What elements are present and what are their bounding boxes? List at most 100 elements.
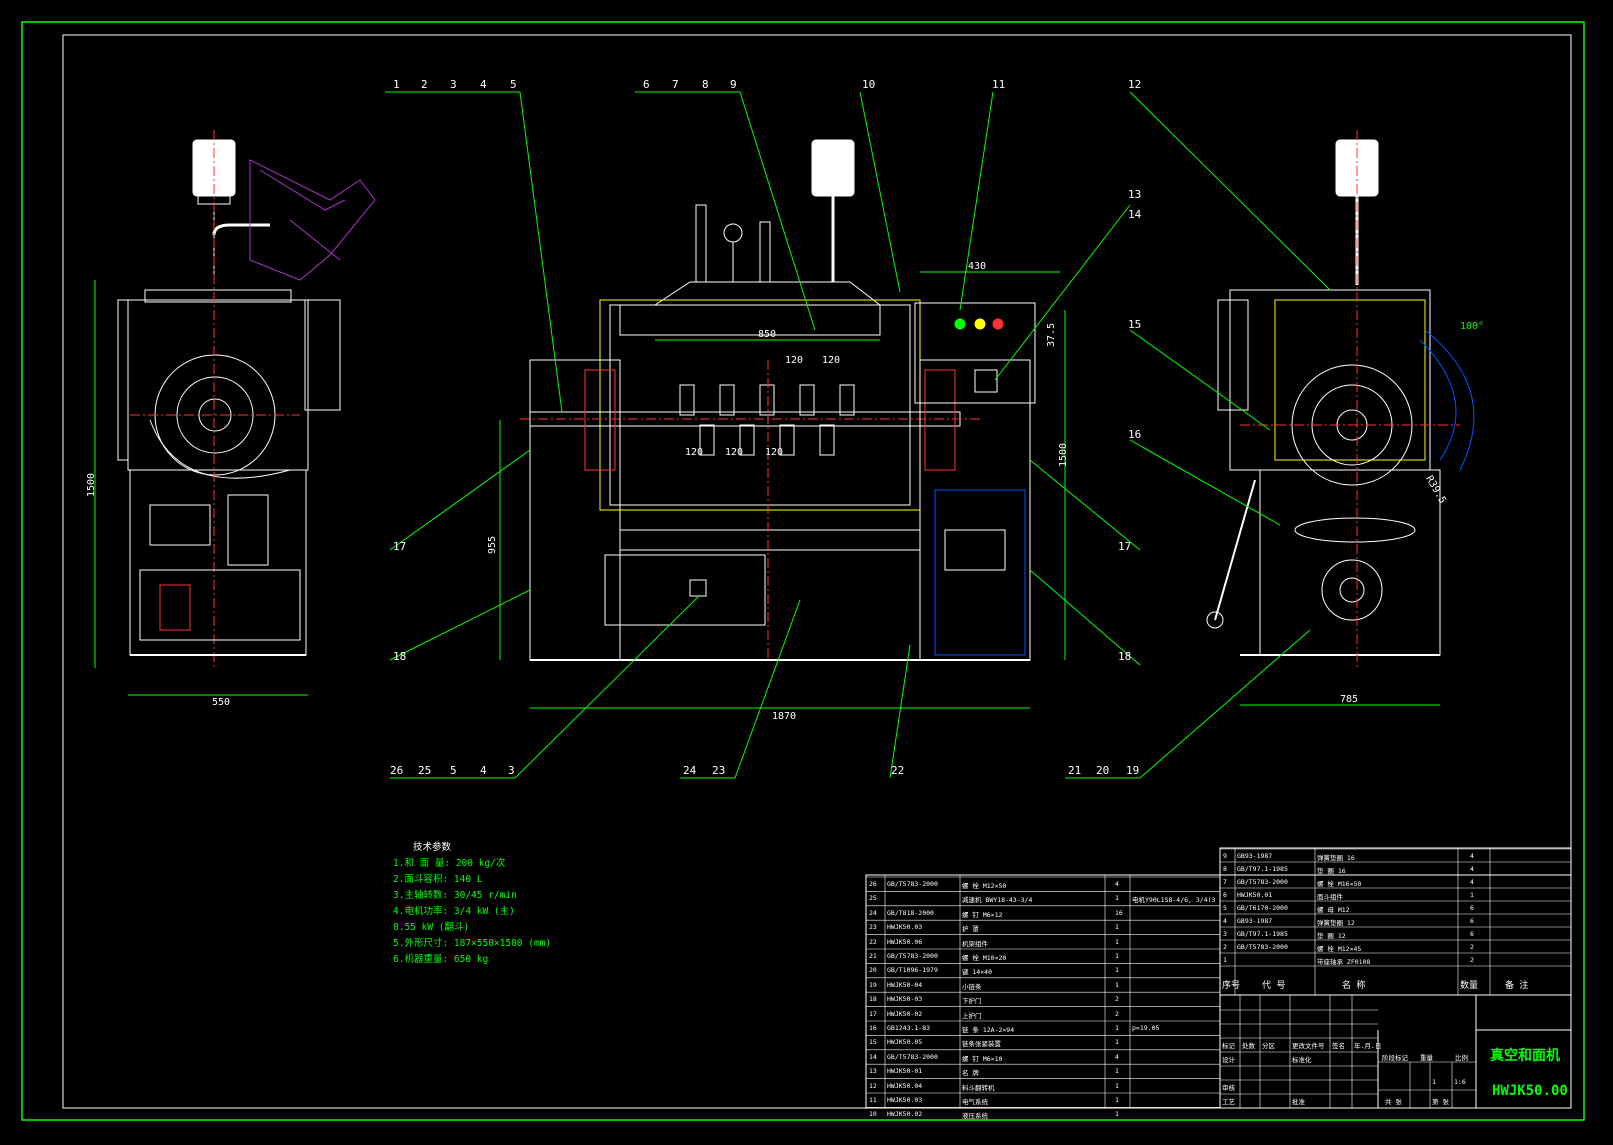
dim-tank-width: 850: [758, 329, 777, 340]
bom-cell: 1: [1115, 1024, 1119, 1032]
bom-cell: 2: [1223, 943, 1227, 951]
bom-cell: GB/T5783-2000: [1237, 943, 1288, 951]
dim-pitch-a: 120: [685, 447, 704, 458]
bom-cell: 10: [869, 1110, 877, 1119]
callout-number: 11: [992, 78, 1006, 91]
bom-cell: 11: [869, 1096, 877, 1104]
bom-header-cell: 数量: [1460, 981, 1479, 991]
spec-line: 6.机器重量: 650 kg: [393, 954, 489, 965]
bom-cell: HWJK50.04: [887, 1081, 923, 1090]
bom-cell: 链 条 12A-2×94: [962, 1026, 1015, 1034]
bom-cell: GB/T97.1-1985: [1237, 930, 1288, 938]
bom-cell: 2: [1115, 995, 1119, 1004]
bom-cell: HWJK50-01: [887, 1067, 923, 1076]
dim-angle: 100°: [1460, 321, 1485, 332]
bom-cell: 3: [1223, 930, 1227, 938]
callout-number: 20: [1096, 764, 1110, 777]
left-side-view: [94, 130, 376, 696]
callout-number: 18: [393, 650, 407, 663]
bom-cell: 22: [869, 937, 877, 946]
bom-cell: 16: [1115, 908, 1123, 917]
bom-cell: 2: [1470, 943, 1474, 951]
dim-right-width: 785: [1340, 694, 1359, 705]
dim-box-height: 37.5: [1046, 322, 1058, 348]
tech-specs: 技术参数 1.和 面 量: 200 kg/次 2.面斗容积: 140 L 3.主…: [393, 840, 551, 968]
bom-cell: 16: [869, 1024, 877, 1032]
bom-cell: 14: [869, 1052, 877, 1061]
callout-number: 12: [1128, 78, 1142, 91]
callout-number: 26: [390, 764, 404, 777]
bom-cell: 带座轴承 ZF0108: [1317, 958, 1371, 966]
bom-header-cell: 代 号: [1262, 981, 1286, 991]
bom-header-cell: 备 注: [1505, 981, 1529, 991]
bom-cell: 1: [1223, 956, 1227, 964]
title-block-label: 标记: [1222, 1042, 1235, 1050]
title-block-label: 重量: [1420, 1054, 1433, 1062]
callout-number: 4: [480, 764, 487, 777]
title-block-label: 工艺: [1222, 1098, 1235, 1106]
dim-pitch-e: 120: [822, 355, 841, 366]
bom-cell: 8: [1223, 865, 1227, 873]
bom-grid: [865, 848, 1572, 1108]
bom-cell: 6: [1223, 891, 1227, 899]
spec-line: 1.和 面 量: 200 kg/次: [393, 858, 506, 869]
bom-cell: 1: [1115, 1096, 1119, 1104]
outer-frame: [21, 21, 1585, 1121]
bom-cell: 下护门: [962, 997, 982, 1006]
bom-cell: 20: [869, 966, 877, 975]
paddles: [679, 384, 855, 456]
callout-number: 6: [643, 78, 650, 91]
bom-cell: 4: [1470, 865, 1474, 873]
bom-cell: 垫 圈 16: [1317, 867, 1346, 875]
callout-number: 25: [418, 764, 432, 777]
bom-cell: 5: [1223, 904, 1227, 912]
bom-cell: GB/T6170-2000: [1237, 904, 1288, 912]
bom-cell: 26: [869, 880, 877, 888]
bom-cell: 4: [1470, 878, 1474, 886]
title-block-label: 签名: [1332, 1042, 1345, 1050]
title-scale: 1:6: [1454, 1078, 1466, 1086]
title-block-label: 比例: [1455, 1054, 1468, 1062]
bom-cell: 4: [1115, 880, 1119, 888]
bom-cell: 2: [1115, 1009, 1119, 1018]
dim-side-left-height: 1500: [86, 472, 98, 498]
bom-cell: 4: [1470, 852, 1474, 860]
spec-line: 5.外形尺寸: 187×550×1500 (mm): [393, 938, 552, 949]
title-qty: 1: [1432, 1078, 1436, 1086]
callout-number: 9: [730, 78, 737, 91]
bom-cell: HWJK50.05: [887, 1038, 923, 1047]
callout-number: 14: [1128, 208, 1142, 221]
bom-cell: 1: [1115, 1081, 1119, 1090]
bom-cell: 1: [1115, 937, 1119, 946]
bom-cell: GB/T5783-2000: [887, 880, 938, 888]
drawing-title: 真空和面机: [1490, 1048, 1560, 1064]
bom-header-cell: 序号: [1222, 981, 1241, 991]
bom-cell: 弹簧垫圈 12: [1317, 919, 1355, 927]
bom-cell: 1: [1115, 980, 1119, 989]
title-block-label: 处数: [1242, 1042, 1255, 1050]
bom-cell: HWJK50.02: [887, 1110, 923, 1119]
spec-line: 2.面斗容积: 140 L: [393, 874, 483, 885]
bom-cell: 6: [1470, 917, 1474, 925]
bom-cell: GB/T5783-2000: [887, 952, 938, 960]
dim-pitch-c: 120: [765, 447, 784, 458]
dim-front-height-lower: 955: [487, 535, 499, 555]
front-view: [499, 139, 1066, 709]
dim-pitch-b: 120: [725, 447, 744, 458]
dim-box-width: 430: [968, 261, 987, 272]
bom-cell: 1: [1115, 894, 1119, 903]
bom-cell: 料斗翻转机: [962, 1083, 995, 1092]
spec-line: 4.电机功率: 3/4 kW (主): [393, 906, 515, 917]
bom-cell: p=19.05: [1132, 1024, 1160, 1032]
title-block-label: 标准化: [1292, 1056, 1312, 1064]
callout-number: 18: [1118, 650, 1132, 663]
bom-cell: HWJK50.06: [887, 937, 923, 946]
bom-cell: 17: [869, 1009, 877, 1018]
title-block-label: 更改文件号: [1292, 1042, 1325, 1050]
bom-cell: HWJK50-04: [887, 980, 923, 989]
callout-number: 23: [712, 764, 726, 777]
bom-cell: GB/T1096-1979: [887, 966, 938, 975]
bom-cell: 4: [1223, 917, 1227, 925]
title-block-label: 设计: [1222, 1056, 1235, 1064]
